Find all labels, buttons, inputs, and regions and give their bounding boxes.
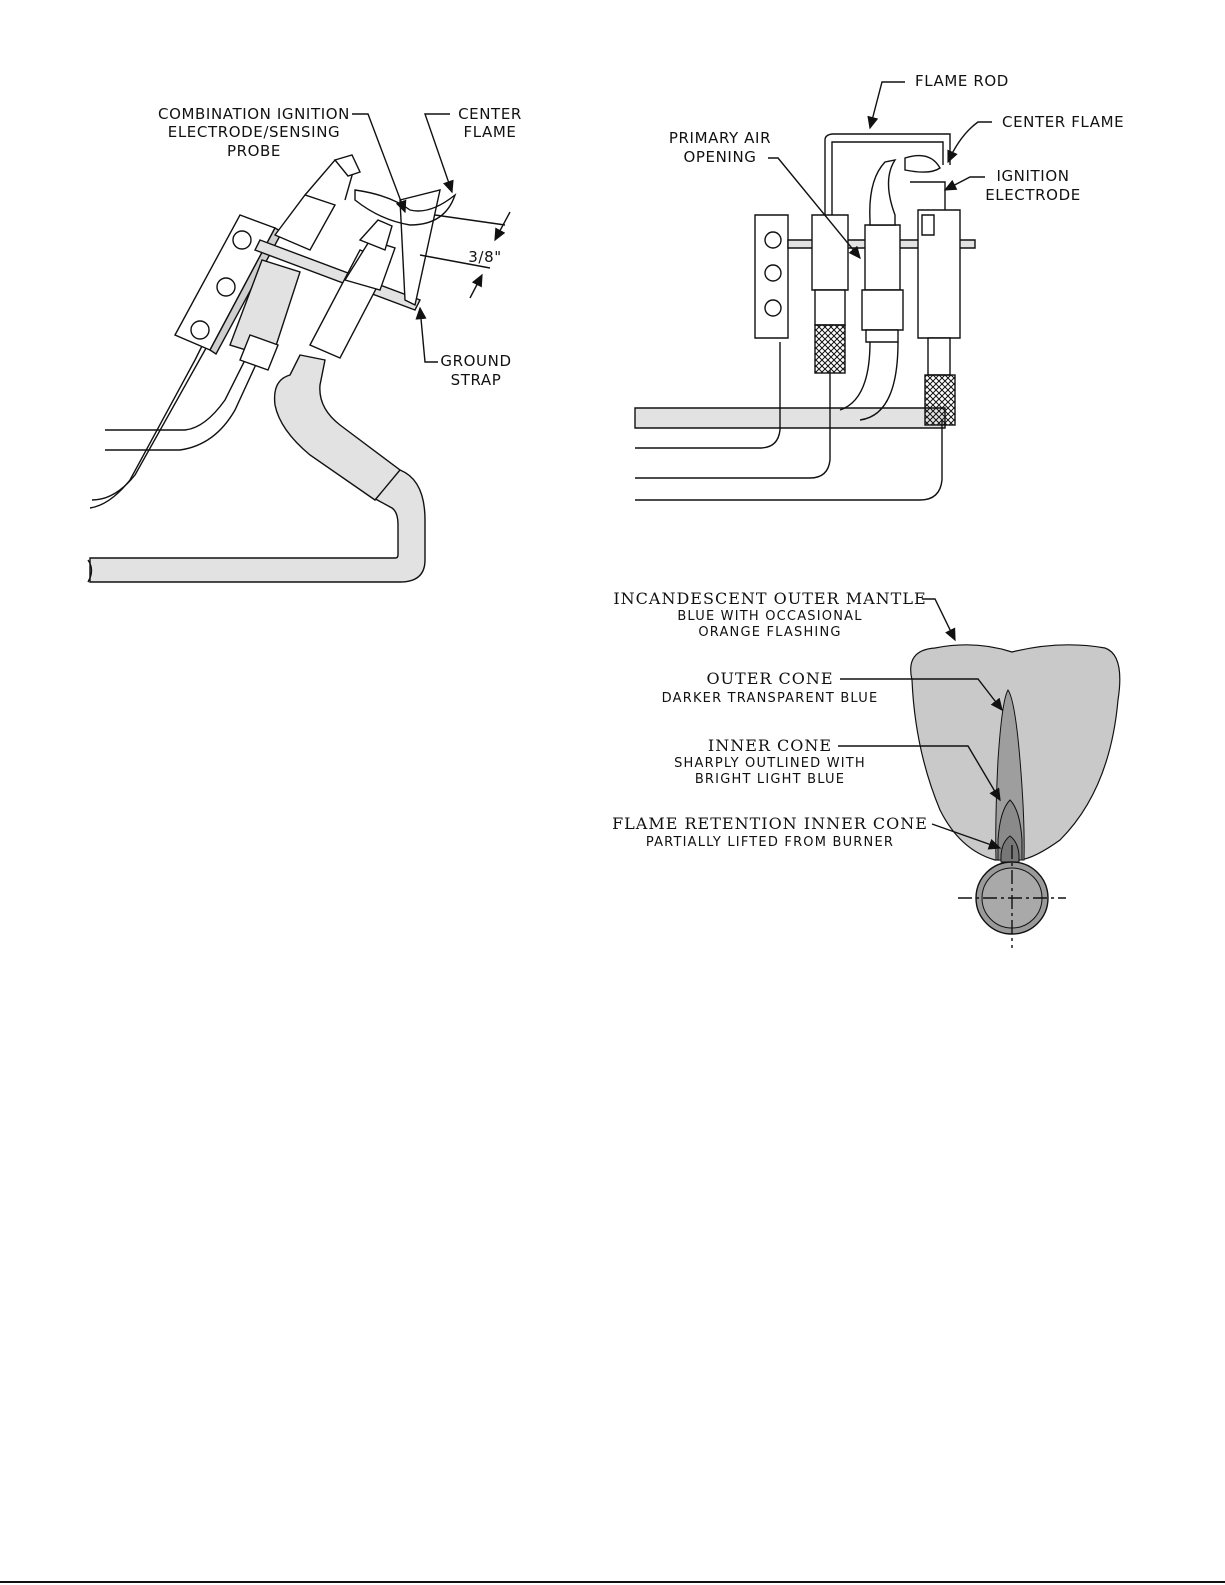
label-dimension: 3/8" <box>468 248 501 266</box>
center-burner <box>839 158 904 421</box>
combination-electrode <box>229 154 361 371</box>
label-ignition-line1: IGNITION <box>996 167 1069 185</box>
label-outer-cone-title: OUTER CONE <box>706 669 833 688</box>
gas-supply-tube <box>87 354 426 583</box>
label-center-flame-line1: CENTER <box>458 105 522 123</box>
flame-rod <box>811 133 951 374</box>
left-electrode-diagram: COMBINATION IGNITION ELECTRODE/SENSING P… <box>87 105 522 583</box>
label-flame-rod: FLAME ROD <box>915 72 1009 90</box>
label-outer-mantle-title: INCANDESCENT OUTER MANTLE <box>613 589 926 608</box>
label-ground-strap-line2: STRAP <box>451 371 502 389</box>
center-flame-right <box>904 154 941 173</box>
burner-cross-section <box>958 845 1066 948</box>
right-electrode-diagram: FLAME ROD CENTER FLAME PRIMARY AIR OPENI… <box>634 72 1124 501</box>
lead-wires-right <box>635 342 943 501</box>
ignition-electrode <box>910 181 961 426</box>
label-inner-cone-desc2: BRIGHT LIGHT BLUE <box>695 772 845 787</box>
label-primary-air-line1: PRIMARY AIR <box>669 129 771 147</box>
label-outer-mantle-desc2: ORANGE FLASHING <box>698 625 841 640</box>
label-primary-air-line2: OPENING <box>683 148 756 166</box>
dimension-callout: 3/8" <box>419 211 511 299</box>
lead-wires <box>89 317 259 509</box>
label-center-flame-right: CENTER FLAME <box>1002 113 1124 131</box>
label-retention-cone-desc1: PARTIALLY LIFTED FROM BURNER <box>646 835 894 850</box>
label-inner-cone-title: INNER CONE <box>708 736 832 755</box>
flame-characteristics-diagram: INCANDESCENT OUTER MANTLE BLUE WITH OCCA… <box>612 589 1121 948</box>
ground-strap-plate <box>254 189 441 311</box>
label-center-flame-line2: FLAME <box>463 123 516 141</box>
label-combination-line2: ELECTRODE/SENSING <box>168 123 340 141</box>
label-retention-cone-title: FLAME RETENTION INNER CONE <box>612 814 928 833</box>
label-inner-cone-desc1: SHARPLY OUTLINED WITH <box>674 756 866 771</box>
label-ignition-line2: ELECTRODE <box>985 186 1081 204</box>
burner-tube <box>309 219 396 359</box>
supply-tube <box>634 407 946 429</box>
label-outer-cone-desc1: DARKER TRANSPARENT BLUE <box>662 691 879 706</box>
label-combination-line3: PROBE <box>227 142 281 160</box>
bottom-rule <box>0 1581 1225 1583</box>
label-ground-strap-line1: GROUND <box>440 352 511 370</box>
label-combination-line1: COMBINATION IGNITION <box>158 105 350 123</box>
label-outer-mantle-desc1: BLUE WITH OCCASIONAL <box>677 609 862 624</box>
